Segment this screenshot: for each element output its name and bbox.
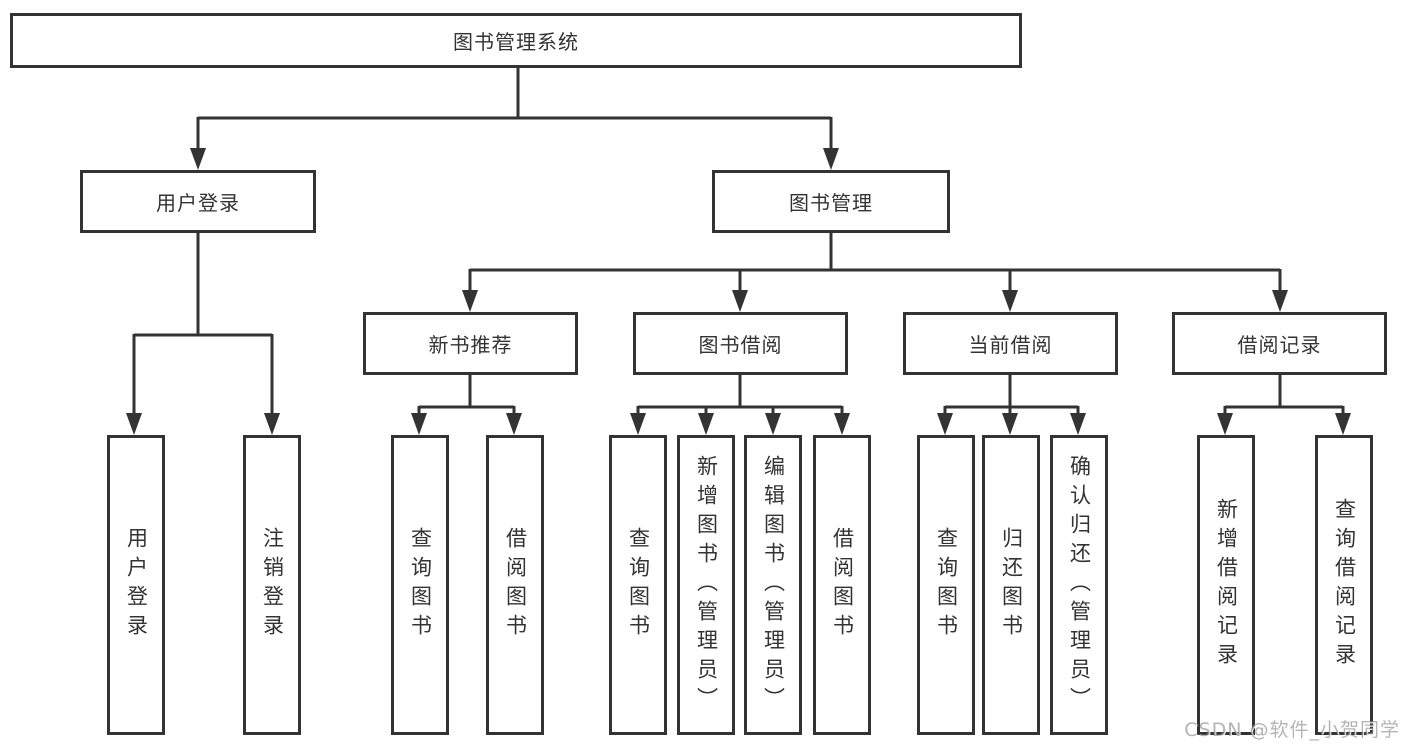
node-label: 当前借阅 [968,333,1053,357]
leaf-label: 用户登录 [124,527,149,643]
leaf-borrow-books: 借阅图书 [813,435,871,735]
leaf-user-login: 用户登录 [107,435,165,735]
leaf-query-borrow-record: 查询借阅记录 [1315,435,1373,735]
leaf-add-books-admin: 新增图书（管理员） [677,435,735,735]
node-user-login: 用户登录 [80,170,316,233]
node-label: 新书推荐 [428,333,513,357]
leaf-label: 注销登录 [260,527,285,643]
node-label: 借阅记录 [1237,333,1322,357]
leaf-label: 查询图书 [934,527,959,643]
leaf-return-books: 归还图书 [982,435,1040,735]
node-label: 用户登录 [156,191,240,215]
leaf-label: 借阅图书 [503,527,528,643]
watermark: CSDN @软件_小贺同学 [1184,719,1400,741]
node-new-book-recommend: 新书推荐 [363,312,578,375]
leaf-label: 新增借阅记录 [1214,498,1239,672]
leaf-label: 新增图书（管理员） [694,454,719,716]
arrowhead-icons [126,148,1351,435]
leaf-label: 归还图书 [999,527,1024,643]
leaf-label: 编辑图书（管理员） [761,454,786,716]
leaf-query-books: 查询图书 [917,435,975,735]
node-label: 图书管理 [789,191,873,215]
node-book-borrowing: 图书借阅 [633,312,848,375]
leaf-label: 借阅图书 [830,527,855,643]
leaf-query-books: 查询图书 [391,435,449,735]
leaf-add-borrow-record: 新增借阅记录 [1197,435,1255,735]
leaf-borrow-books: 借阅图书 [486,435,544,735]
node-book-management: 图书管理 [712,170,950,233]
node-root-system: 图书管理系统 [10,13,1022,68]
leaf-label: 查询借阅记录 [1332,498,1357,672]
node-current-borrowing: 当前借阅 [903,312,1118,375]
node-borrowing-records: 借阅记录 [1172,312,1387,375]
node-label: 图书管理系统 [453,30,579,54]
leaf-confirm-return-admin: 确认归还（管理员） [1050,435,1108,735]
leaf-logout: 注销登录 [243,435,301,735]
node-label: 图书借阅 [698,333,783,357]
leaf-label: 确认归还（管理员） [1067,454,1092,716]
leaf-label: 查询图书 [626,527,651,643]
leaf-label: 查询图书 [408,527,433,643]
leaf-query-books: 查询图书 [609,435,667,735]
leaf-edit-books-admin: 编辑图书（管理员） [744,435,802,735]
